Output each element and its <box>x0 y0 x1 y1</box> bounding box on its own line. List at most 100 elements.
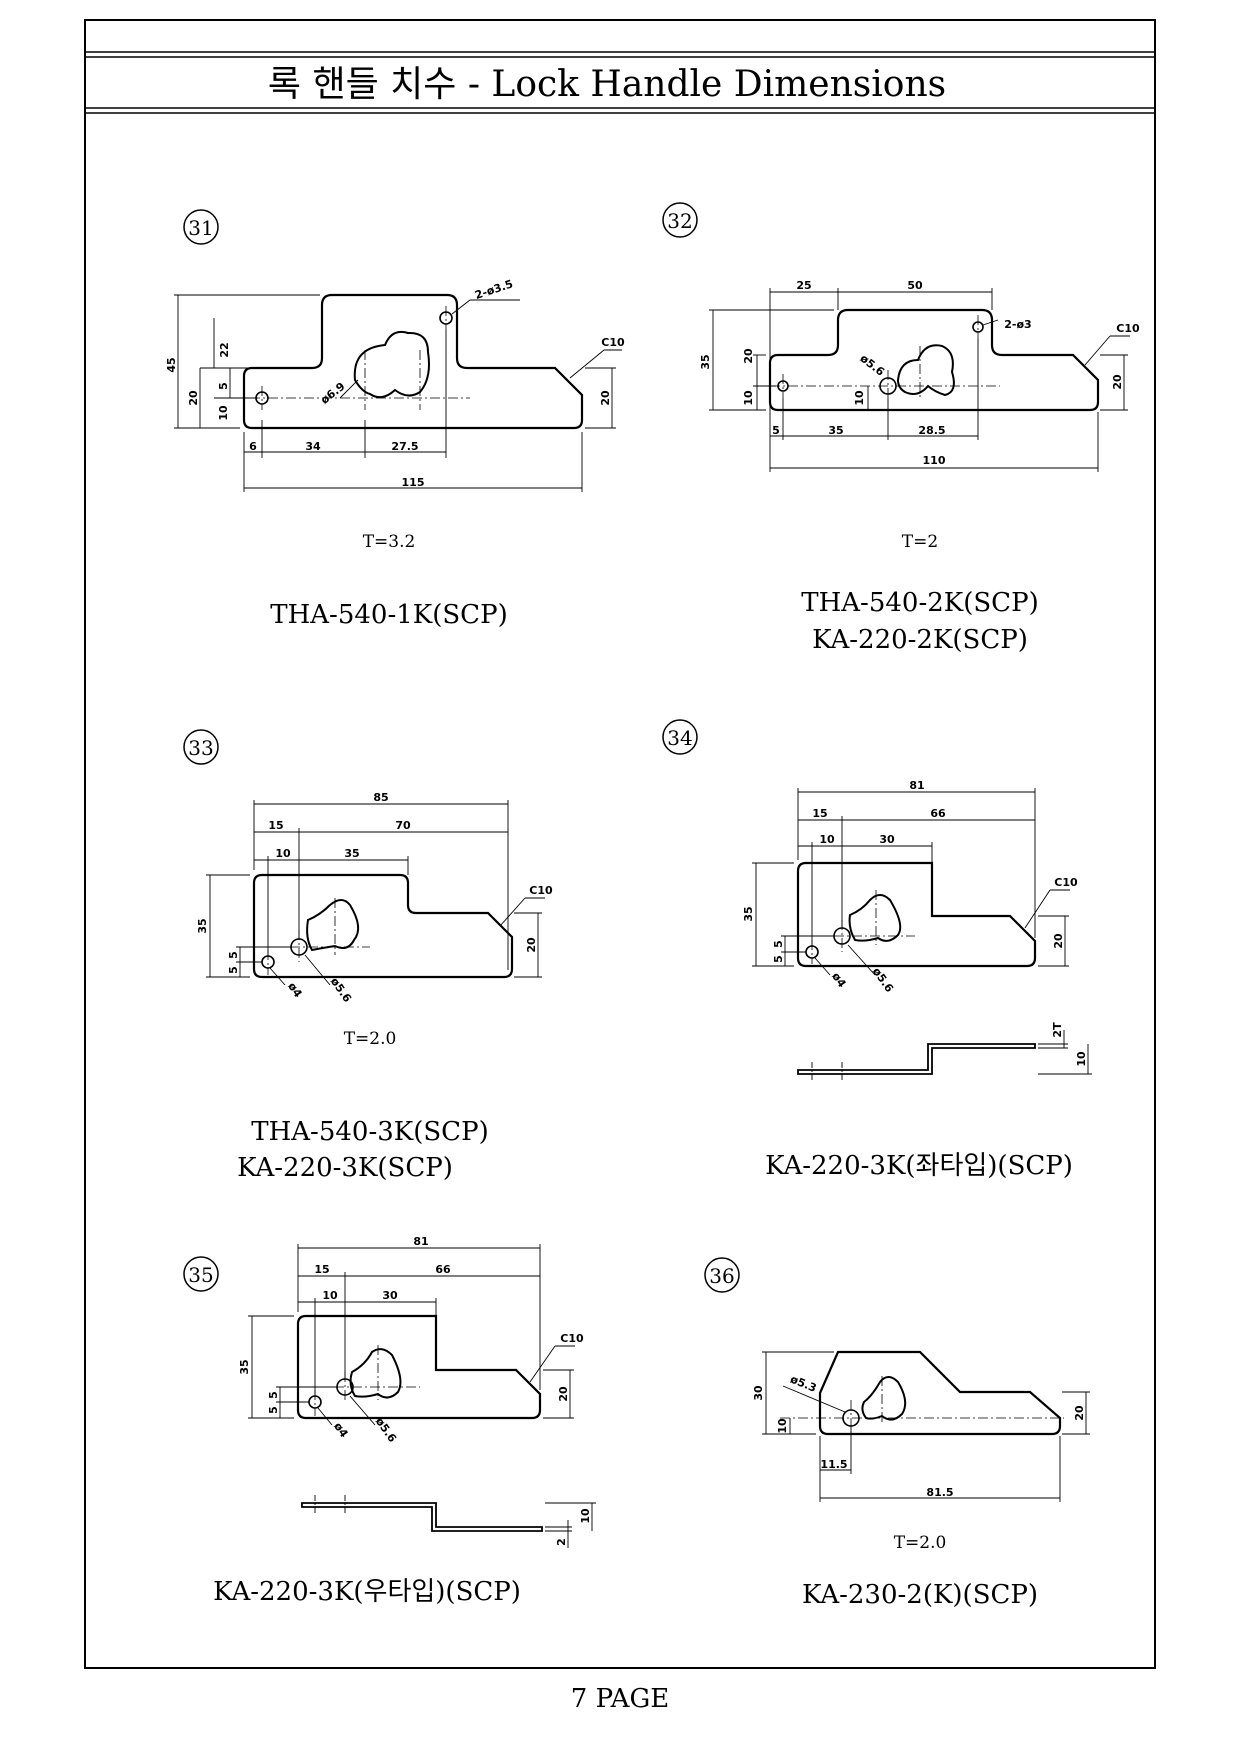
model-name: KA-220-3K(좌타입)(SCP) <box>765 1151 1073 1181</box>
page-footer: 7 PAGE <box>570 1684 670 1714</box>
part-number: 36 <box>709 1264 734 1288</box>
model-name: KA-230-2(K)(SCP) <box>802 1580 1038 1610</box>
thickness-label: T=2.0 <box>344 1029 397 1049</box>
side-profile-labels: 2T 10 <box>1051 1022 1088 1067</box>
svg-text:ø5.6: ø5.6 <box>870 965 896 995</box>
svg-text:70: 70 <box>395 819 411 832</box>
dimension-lines <box>709 288 1130 472</box>
thickness-label: T=3.2 <box>363 532 416 552</box>
svg-text:10: 10 <box>322 1289 338 1302</box>
plate-outline <box>768 308 1100 412</box>
dimension-labels: 25 50 35 20 10 10 5 35 28.5 110 20 C10 2… <box>699 279 1140 467</box>
svg-text:20: 20 <box>525 937 538 953</box>
part-36: 36 30 10 20 11.5 <box>704 1257 1090 1610</box>
part-number: 32 <box>667 209 692 233</box>
dimension-labels: 45 22 20 10 5 6 34 27.5 115 20 C10 2-ø3.… <box>165 277 625 489</box>
svg-text:5: 5 <box>227 951 240 959</box>
part-31: 31 <box>165 209 625 630</box>
centerlines <box>798 890 915 964</box>
svg-text:20: 20 <box>1111 374 1124 390</box>
svg-text:ø4: ø4 <box>331 1420 351 1440</box>
side-profile-marks <box>811 1030 1092 1082</box>
svg-text:45: 45 <box>165 357 178 372</box>
part-number: 31 <box>188 216 213 240</box>
svg-text:C10: C10 <box>560 1332 584 1345</box>
dimension-lines <box>248 1244 575 1426</box>
svg-text:30: 30 <box>752 1385 765 1401</box>
side-profile-labels: 10 2 <box>555 1508 592 1546</box>
model-name: KA-220-3K(우타입)(SCP) <box>213 1577 521 1607</box>
svg-text:ø6.9: ø6.9 <box>318 380 347 407</box>
svg-text:10: 10 <box>579 1508 592 1524</box>
svg-text:ø5.6: ø5.6 <box>328 975 354 1005</box>
svg-text:2: 2 <box>555 1538 568 1546</box>
svg-text:35: 35 <box>238 1359 251 1374</box>
side-profile <box>797 1043 1036 1075</box>
part-number: 34 <box>667 726 692 750</box>
side-profile-marks <box>314 1495 596 1548</box>
svg-text:35: 35 <box>742 906 755 921</box>
svg-text:81: 81 <box>413 1235 428 1248</box>
svg-text:27.5: 27.5 <box>391 440 418 453</box>
svg-text:30: 30 <box>382 1289 398 1302</box>
svg-text:ø4: ø4 <box>285 980 305 1000</box>
svg-text:11.5: 11.5 <box>820 1458 847 1471</box>
svg-text:20: 20 <box>1073 1405 1086 1421</box>
svg-text:10: 10 <box>776 1418 789 1434</box>
cam-slot <box>306 899 360 952</box>
svg-text:35: 35 <box>344 847 359 860</box>
svg-text:66: 66 <box>930 807 946 820</box>
svg-text:20: 20 <box>1052 933 1065 949</box>
svg-text:ø5.6: ø5.6 <box>857 352 887 379</box>
svg-text:22: 22 <box>218 342 231 357</box>
svg-text:66: 66 <box>435 1263 451 1276</box>
part-number-circle <box>662 202 698 238</box>
svg-text:20: 20 <box>742 348 755 364</box>
dimension-lines <box>174 294 622 492</box>
dimension-lines <box>206 800 545 986</box>
part-number-circle <box>662 719 698 755</box>
svg-text:85: 85 <box>373 791 388 804</box>
svg-text:2T: 2T <box>1051 1022 1064 1038</box>
part-number-circle <box>704 1257 740 1293</box>
svg-text:15: 15 <box>314 1263 329 1276</box>
svg-text:10: 10 <box>217 405 230 421</box>
part-33: 33 <box>183 729 553 1183</box>
svg-text:10: 10 <box>819 833 835 846</box>
part-number: 35 <box>188 1263 213 1287</box>
svg-text:ø5.3: ø5.3 <box>788 1373 818 1395</box>
thickness-label: T=2.0 <box>894 1533 947 1553</box>
cam-slot <box>349 1348 402 1399</box>
dimension-lines <box>762 1351 1090 1502</box>
svg-text:5: 5 <box>772 940 785 948</box>
page-title: 록 핸들 치수 - Lock Handle Dimensions <box>268 64 946 105</box>
svg-text:ø4: ø4 <box>829 970 849 990</box>
svg-text:15: 15 <box>812 807 827 820</box>
svg-text:5: 5 <box>772 955 785 963</box>
svg-text:50: 50 <box>907 279 923 292</box>
svg-text:5: 5 <box>772 424 780 437</box>
thickness-label: T=2 <box>902 532 938 552</box>
part-number-circle <box>183 209 219 245</box>
svg-text:20: 20 <box>187 390 200 406</box>
part-number: 33 <box>188 736 213 760</box>
side-profile <box>301 1502 543 1532</box>
svg-text:5: 5 <box>227 966 240 974</box>
svg-text:110: 110 <box>923 454 946 467</box>
plate-outline <box>296 1314 542 1420</box>
plate-outline <box>252 873 514 979</box>
svg-text:10: 10 <box>275 847 291 860</box>
part-32: 32 <box>662 202 1140 655</box>
svg-text:20: 20 <box>599 390 612 406</box>
svg-text:81: 81 <box>909 779 924 792</box>
model-name: KA-220-2K(SCP) <box>812 625 1028 655</box>
svg-text:20: 20 <box>557 1386 570 1402</box>
svg-text:28.5: 28.5 <box>918 424 945 437</box>
svg-text:81.5: 81.5 <box>926 1486 953 1499</box>
dimension-labels: 81 15 66 10 30 35 5 5 20 C10 ø4 ø5.6 <box>238 1235 584 1445</box>
svg-text:C10: C10 <box>601 336 625 349</box>
centerlines <box>770 315 1000 402</box>
dimension-lines <box>752 788 1070 976</box>
model-name: THA-540-3K(SCP) <box>251 1117 488 1147</box>
